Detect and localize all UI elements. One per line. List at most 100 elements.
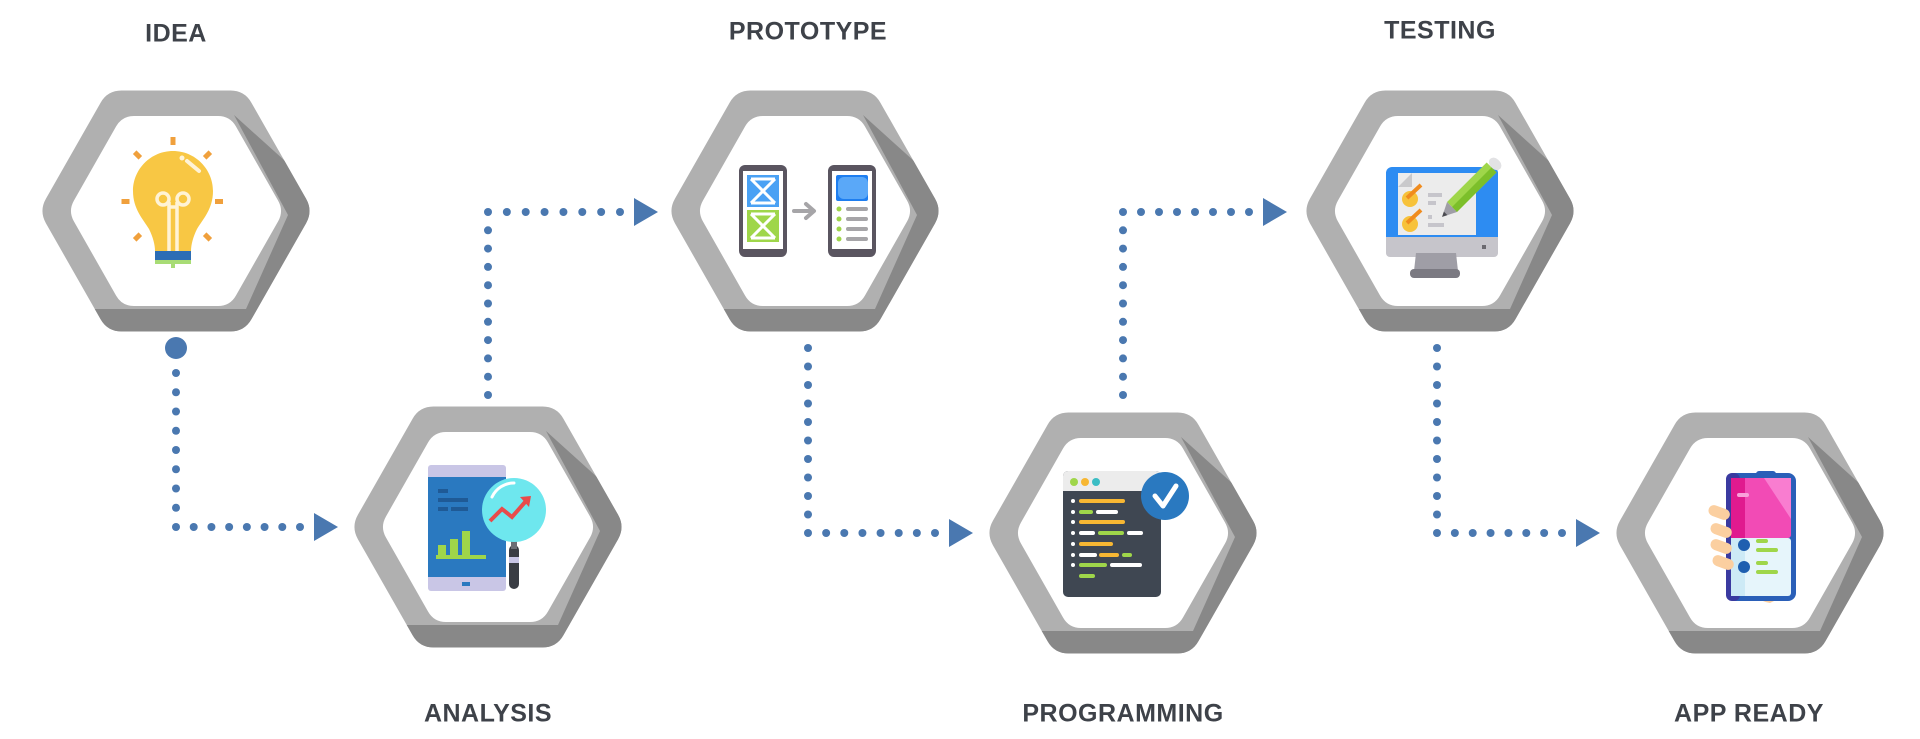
connector-arrowhead	[314, 513, 338, 541]
connector-dot	[1119, 391, 1127, 399]
connector-dot	[484, 244, 492, 253]
connector-dot	[804, 344, 812, 352]
connector-dot	[804, 455, 812, 463]
connector-dot	[858, 529, 867, 537]
connector-dot	[172, 446, 180, 454]
connector-dot	[804, 362, 812, 371]
connector-dot	[1119, 336, 1127, 345]
connector-dot	[1433, 473, 1441, 482]
connector-dot	[1119, 262, 1127, 271]
connector-dot	[172, 484, 180, 493]
connector-dot	[484, 372, 492, 381]
connector-dot	[1227, 208, 1235, 216]
monitor-checklist-icon	[1386, 157, 1502, 278]
connector-dot	[484, 336, 492, 345]
connector-dot	[931, 529, 939, 537]
connector-dot	[521, 208, 530, 216]
connector-dot	[1433, 418, 1441, 426]
connector-dot	[804, 473, 812, 482]
connector-dot	[502, 208, 511, 216]
connector-dot	[1119, 317, 1127, 326]
connector-dot	[172, 465, 180, 474]
step-node-programming	[989, 412, 1257, 654]
connector-dot	[804, 418, 812, 426]
connector-start-dot	[165, 337, 187, 359]
connector-dot	[804, 492, 812, 500]
connector-dot	[616, 208, 624, 216]
connector-dot	[1433, 344, 1441, 352]
connector-dot	[1119, 226, 1127, 235]
connector-dot	[1209, 208, 1217, 216]
step-node-prototype	[671, 90, 939, 332]
connector-dot	[804, 436, 812, 445]
connector-dot	[1119, 354, 1127, 363]
connector-dot	[1558, 529, 1566, 537]
connector-dot	[1540, 529, 1549, 537]
hexagon-frame	[671, 90, 939, 332]
connector-dot	[1486, 529, 1495, 537]
connector-arrowhead	[634, 198, 658, 226]
connector-dot	[484, 354, 492, 363]
connector-dot	[260, 523, 269, 531]
step-node-analysis	[354, 406, 622, 648]
connectors-layer	[165, 198, 1600, 547]
connector-dot	[484, 281, 492, 290]
connector-dot	[894, 529, 903, 537]
connector-dot	[484, 262, 492, 271]
connector-dot	[1433, 492, 1441, 500]
connector-dot	[1433, 436, 1441, 445]
connector-dot	[578, 208, 587, 216]
connector-dot	[278, 523, 287, 531]
connector-dot	[540, 208, 549, 216]
connector-arrowhead	[1576, 519, 1600, 547]
connector-dot	[207, 523, 216, 531]
connector-dot	[172, 523, 180, 531]
step-label-analysis: ANALYSIS	[423, 699, 553, 728]
analytics-tablet-icon	[428, 465, 546, 591]
connector-dot	[1119, 372, 1127, 381]
connector-dot	[1504, 529, 1513, 537]
connector-dot	[597, 208, 606, 216]
connector-dot	[1433, 529, 1441, 537]
connector-dot	[484, 299, 492, 308]
phone-in-hand-icon	[1708, 471, 1796, 603]
step-label-testing: TESTING	[1384, 16, 1496, 45]
connector-dot	[822, 529, 831, 537]
connector-dot	[484, 226, 492, 235]
connector-dot	[1191, 208, 1199, 216]
step-label-idea: IDEA	[145, 19, 207, 48]
connector-dot	[172, 503, 180, 512]
step-node-app-ready	[1616, 412, 1884, 654]
step-node-testing	[1306, 90, 1574, 332]
connector-arrowhead	[949, 519, 973, 547]
connector-dot	[1433, 381, 1441, 389]
connector-dot	[1450, 529, 1459, 537]
connector-arrowhead	[1263, 198, 1287, 226]
connector-dot	[172, 426, 180, 435]
step-label-app-ready: APP READY	[1674, 699, 1824, 728]
connector-dot	[296, 523, 304, 531]
connector-dot	[1433, 399, 1441, 408]
connector-dot	[484, 317, 492, 326]
connector-dot	[1119, 281, 1127, 290]
connector-dot	[242, 523, 251, 531]
connector-dot	[1137, 208, 1145, 216]
connector-dot	[1119, 299, 1127, 308]
lightbulb-icon	[121, 137, 223, 268]
connector-dot	[172, 407, 180, 416]
connector-dot	[1119, 208, 1127, 216]
wireframe-prototype-icon	[739, 165, 876, 257]
connector-dot	[804, 510, 812, 519]
connector-dot	[1119, 244, 1127, 253]
connector-dot	[172, 388, 180, 397]
code-window-check-icon	[1063, 471, 1189, 597]
connector-dot	[484, 391, 492, 399]
connector-dot	[189, 523, 198, 531]
connector-dot	[1468, 529, 1477, 537]
connector-dot	[1155, 208, 1163, 216]
connector-dot	[804, 529, 812, 537]
step-label-programming: PROGRAMMING	[1022, 699, 1224, 728]
connector-dot	[1173, 208, 1181, 216]
connector-dot	[876, 529, 885, 537]
